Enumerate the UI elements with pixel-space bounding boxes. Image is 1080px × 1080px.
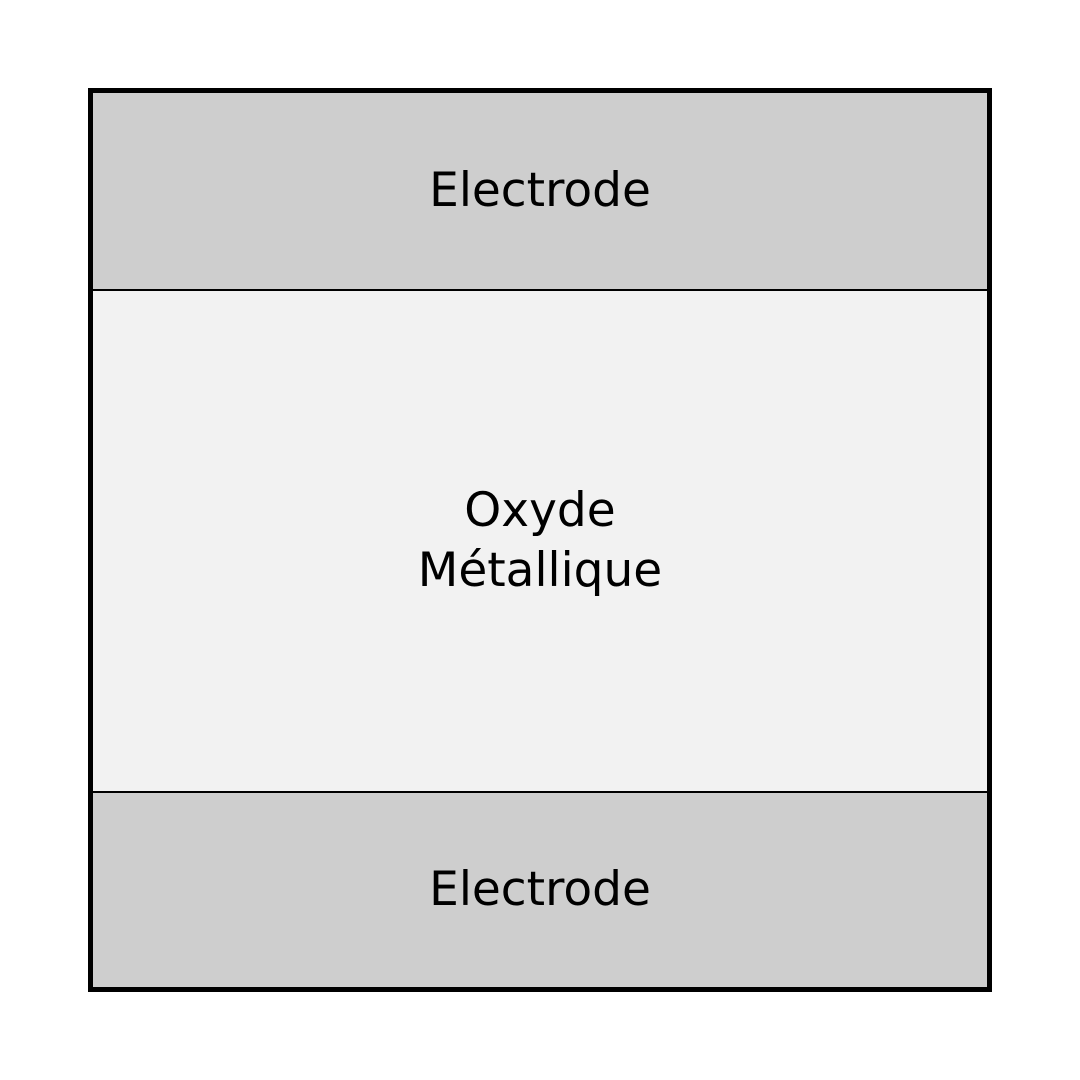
- layer-stack: Electrode Oxyde Métallique Electrode: [88, 88, 992, 992]
- top-electrode-layer: Electrode: [93, 93, 987, 291]
- bottom-electrode-label: Electrode: [429, 862, 651, 917]
- metal-oxide-label-line-1: Oxyde: [464, 483, 616, 538]
- metal-oxide-label: Oxyde Métallique: [418, 481, 662, 601]
- metal-oxide-label-line-2: Métallique: [417, 543, 663, 598]
- metal-oxide-layer: Oxyde Métallique: [93, 291, 987, 791]
- bottom-electrode-layer: Electrode: [93, 791, 987, 987]
- top-electrode-label: Electrode: [429, 163, 651, 218]
